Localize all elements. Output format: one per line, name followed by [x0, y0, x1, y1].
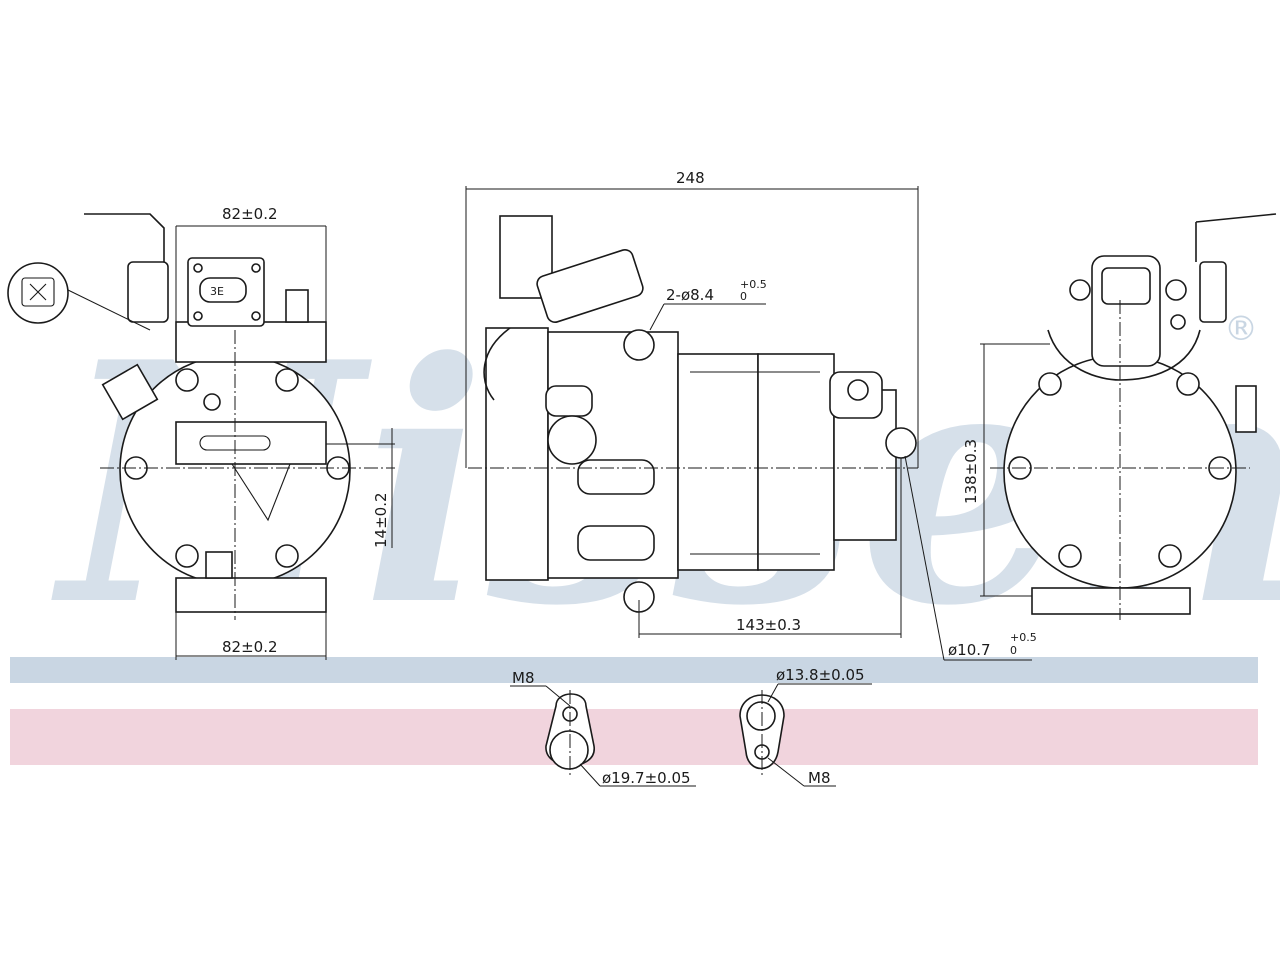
front-screw-2 — [251, 263, 261, 273]
side-dia-leader — [904, 455, 945, 661]
right-diameter-label: ø13.8±0.05 — [776, 666, 865, 684]
rear-valve — [1235, 385, 1257, 433]
pink-band — [10, 709, 1258, 765]
registered-mark: ® — [1224, 309, 1258, 349]
front-side-plug — [127, 261, 169, 323]
front-bottom-width-label: 82±0.2 — [222, 638, 278, 656]
front-bolt-2 — [275, 368, 299, 392]
side-mount-holes-tol-lower: 0 — [740, 290, 747, 303]
side-mid-body — [677, 353, 759, 571]
front-hub-bar — [175, 421, 327, 465]
side-wire — [483, 327, 511, 401]
rear-bolt-4 — [1176, 372, 1200, 396]
port-details: M8 ø19.7±0.05 ø13.8±0.05 M8 — [510, 666, 872, 787]
side-clutch-body — [757, 353, 835, 571]
front-bolt-5 — [175, 544, 199, 568]
front-bolt-6 — [275, 544, 299, 568]
side-hole-spacing-label: 143±0.3 — [736, 616, 801, 634]
rear-bolt-2 — [1165, 279, 1187, 301]
rear-bolt-1 — [1069, 279, 1091, 301]
front-bolt-1 — [175, 368, 199, 392]
front-offset-label: 14±0.2 — [372, 492, 390, 548]
side-mount-holes-tol-upper: +0.5 — [740, 278, 767, 291]
front-drain-plug — [205, 551, 233, 579]
front-wire — [84, 213, 165, 262]
connector-leader — [67, 289, 151, 331]
rear-side-plug — [1199, 261, 1227, 323]
left-dia-leader — [579, 763, 601, 787]
front-connector-text: 3E — [210, 285, 224, 298]
side-hole-diameter-tol-lower: 0 — [1010, 644, 1017, 657]
front-top-width-label: 82±0.2 — [222, 205, 278, 223]
front-screw-3 — [193, 311, 203, 321]
front-view: 3E 82±0.2 82±0.2 14±0.2 — [7, 205, 395, 660]
front-screw-1 — [193, 263, 203, 273]
right-dia-leader — [767, 683, 779, 703]
rear-view: 138±0.3 — [962, 213, 1277, 620]
side-hole-diameter-tol-upper: +0.5 — [1010, 631, 1037, 644]
right-thread-leader — [767, 757, 805, 787]
side-hole-right — [885, 427, 917, 459]
rear-bracket-wire — [1195, 213, 1277, 262]
side-port-2 — [547, 415, 597, 465]
side-port-1 — [545, 385, 593, 417]
front-mount-base — [175, 577, 327, 613]
front-hub-shape — [231, 463, 291, 522]
rear-height-label: 138±0.3 — [962, 439, 980, 504]
front-screw-4 — [251, 311, 261, 321]
left-port-main-hole — [549, 730, 589, 770]
side-view: 248 2-ø8.4 +0.5 0 143±0.3 ø10.7 +0.5 0 — [465, 169, 1037, 661]
rear-bolt-3 — [1038, 372, 1062, 396]
front-top-mount — [175, 321, 327, 363]
rear-bolt-9 — [1170, 314, 1186, 330]
right-thread-label: M8 — [808, 769, 831, 787]
side-rear-head — [485, 327, 549, 581]
side-holes-leader — [649, 303, 665, 331]
side-port-4 — [577, 525, 655, 561]
rear-bolt-7 — [1058, 544, 1082, 568]
front-connector-socket — [199, 277, 247, 303]
blue-band — [10, 657, 1258, 683]
front-bolt-7 — [203, 393, 221, 411]
front-valve — [101, 363, 159, 421]
side-total-length-label: 248 — [676, 169, 705, 187]
rear-bolt-8 — [1158, 544, 1182, 568]
side-mount-holes-label: 2-ø8.4 — [666, 286, 714, 304]
right-port-main-hole — [746, 701, 776, 731]
rear-mount-base — [1031, 587, 1191, 615]
front-bracket-ear — [285, 289, 309, 323]
side-port-3 — [577, 459, 655, 495]
side-hole-upper — [623, 329, 655, 361]
left-thread-leader — [545, 685, 571, 707]
side-plug — [536, 249, 644, 323]
left-diameter-label: ø19.7±0.05 — [602, 769, 691, 787]
side-hole-diameter-label: ø10.7 — [948, 641, 991, 659]
side-boss-hole — [847, 379, 869, 401]
left-thread-label: M8 — [512, 669, 535, 687]
plug-connector-icon — [7, 262, 69, 324]
rear-connector-socket — [1101, 267, 1151, 305]
